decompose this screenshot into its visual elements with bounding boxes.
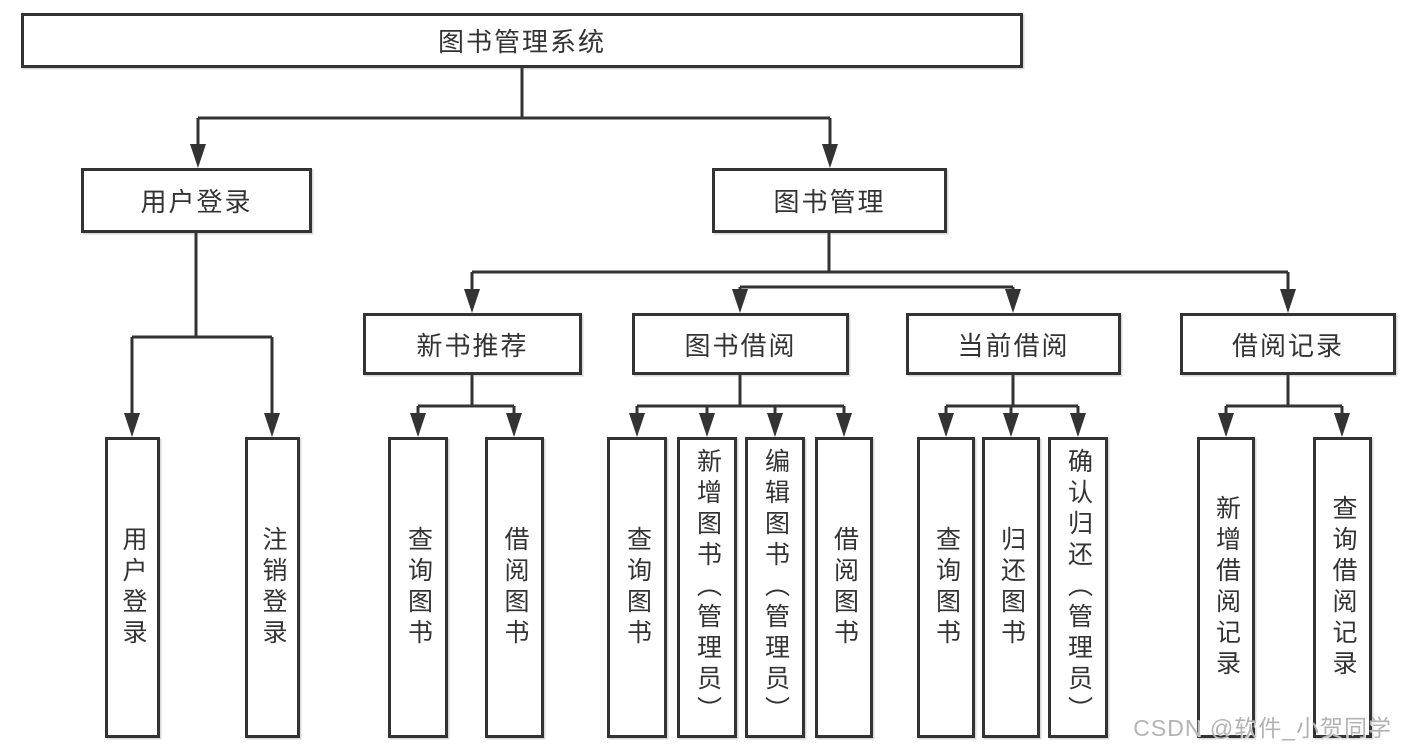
leaf-confirm-return-admin-label: 确认归还（管理员） <box>1064 448 1093 727</box>
node-new-book-recommend: 新书推荐 <box>363 313 582 375</box>
node-new-book-recommend-label: 新书推荐 <box>416 330 529 361</box>
leaf-edit-book-admin-label: 编辑图书（管理员） <box>761 448 790 727</box>
node-book-borrowing: 图书借阅 <box>632 313 849 375</box>
node-root-label: 图书管理系统 <box>437 27 606 57</box>
connector-root-to-level2 <box>190 68 838 168</box>
leaf-query-borrow-record-label: 查询借阅记录 <box>1329 494 1357 681</box>
connector-login-to-children <box>124 233 280 437</box>
node-book-borrowing-label: 图书借阅 <box>684 330 797 361</box>
leaf-return-book: 归还图书 <box>982 437 1040 738</box>
node-book-management: 图书管理 <box>712 168 947 233</box>
leaf-borrow-books-recommend-label: 借阅图书 <box>501 525 529 650</box>
connector-records-to-children <box>1218 375 1350 437</box>
node-book-management-label: 图书管理 <box>773 187 886 217</box>
leaf-logout-label: 注销登录 <box>259 525 287 650</box>
csdn-watermark: CSDN @软件_小贺同学 <box>1133 715 1392 741</box>
node-user-login-label: 用户登录 <box>140 187 253 217</box>
leaf-query-borrow-record: 查询借阅记录 <box>1313 437 1372 738</box>
leaf-query-books-recommend: 查询图书 <box>388 437 448 738</box>
leaf-add-borrow-record-label: 新增借阅记录 <box>1212 494 1241 681</box>
leaf-user-login: 用户登录 <box>105 437 160 738</box>
connector-mgmt-to-level3 <box>464 233 1296 313</box>
node-current-borrowing-label: 当前借阅 <box>957 330 1070 361</box>
leaf-query-books-borrow-label: 查询图书 <box>623 525 652 650</box>
node-borrowing-records: 借阅记录 <box>1180 313 1396 375</box>
connector-current-to-children <box>938 375 1086 437</box>
leaf-confirm-return-admin: 确认归还（管理员） <box>1048 437 1108 738</box>
leaf-borrow-books-recommend: 借阅图书 <box>485 437 544 738</box>
leaf-query-books-borrow: 查询图书 <box>607 437 667 738</box>
leaf-logout: 注销登录 <box>245 437 300 738</box>
connector-borrow-to-children <box>629 375 852 437</box>
leaf-return-book-label: 归还图书 <box>997 525 1026 650</box>
node-root-system: 图书管理系统 <box>21 13 1023 68</box>
leaf-query-books-current-label: 查询图书 <box>932 525 961 650</box>
node-user-login: 用户登录 <box>81 168 312 233</box>
leaf-query-books-recommend-label: 查询图书 <box>404 525 433 650</box>
leaf-user-login-label: 用户登录 <box>119 525 147 650</box>
leaf-add-borrow-record: 新增借阅记录 <box>1197 437 1255 738</box>
node-current-borrowing: 当前借阅 <box>906 313 1121 375</box>
leaf-edit-book-admin: 编辑图书（管理员） <box>745 437 805 738</box>
leaf-borrow-books: 借阅图书 <box>815 437 873 738</box>
leaf-add-book-admin-label: 新增图书（管理员） <box>693 448 722 727</box>
leaf-borrow-books-label: 借阅图书 <box>830 525 859 650</box>
leaf-query-books-current: 查询图书 <box>917 437 975 738</box>
leaf-add-book-admin: 新增图书（管理员） <box>677 437 737 738</box>
connector-recommend-to-children <box>410 375 522 437</box>
node-borrowing-records-label: 借阅记录 <box>1231 330 1344 361</box>
